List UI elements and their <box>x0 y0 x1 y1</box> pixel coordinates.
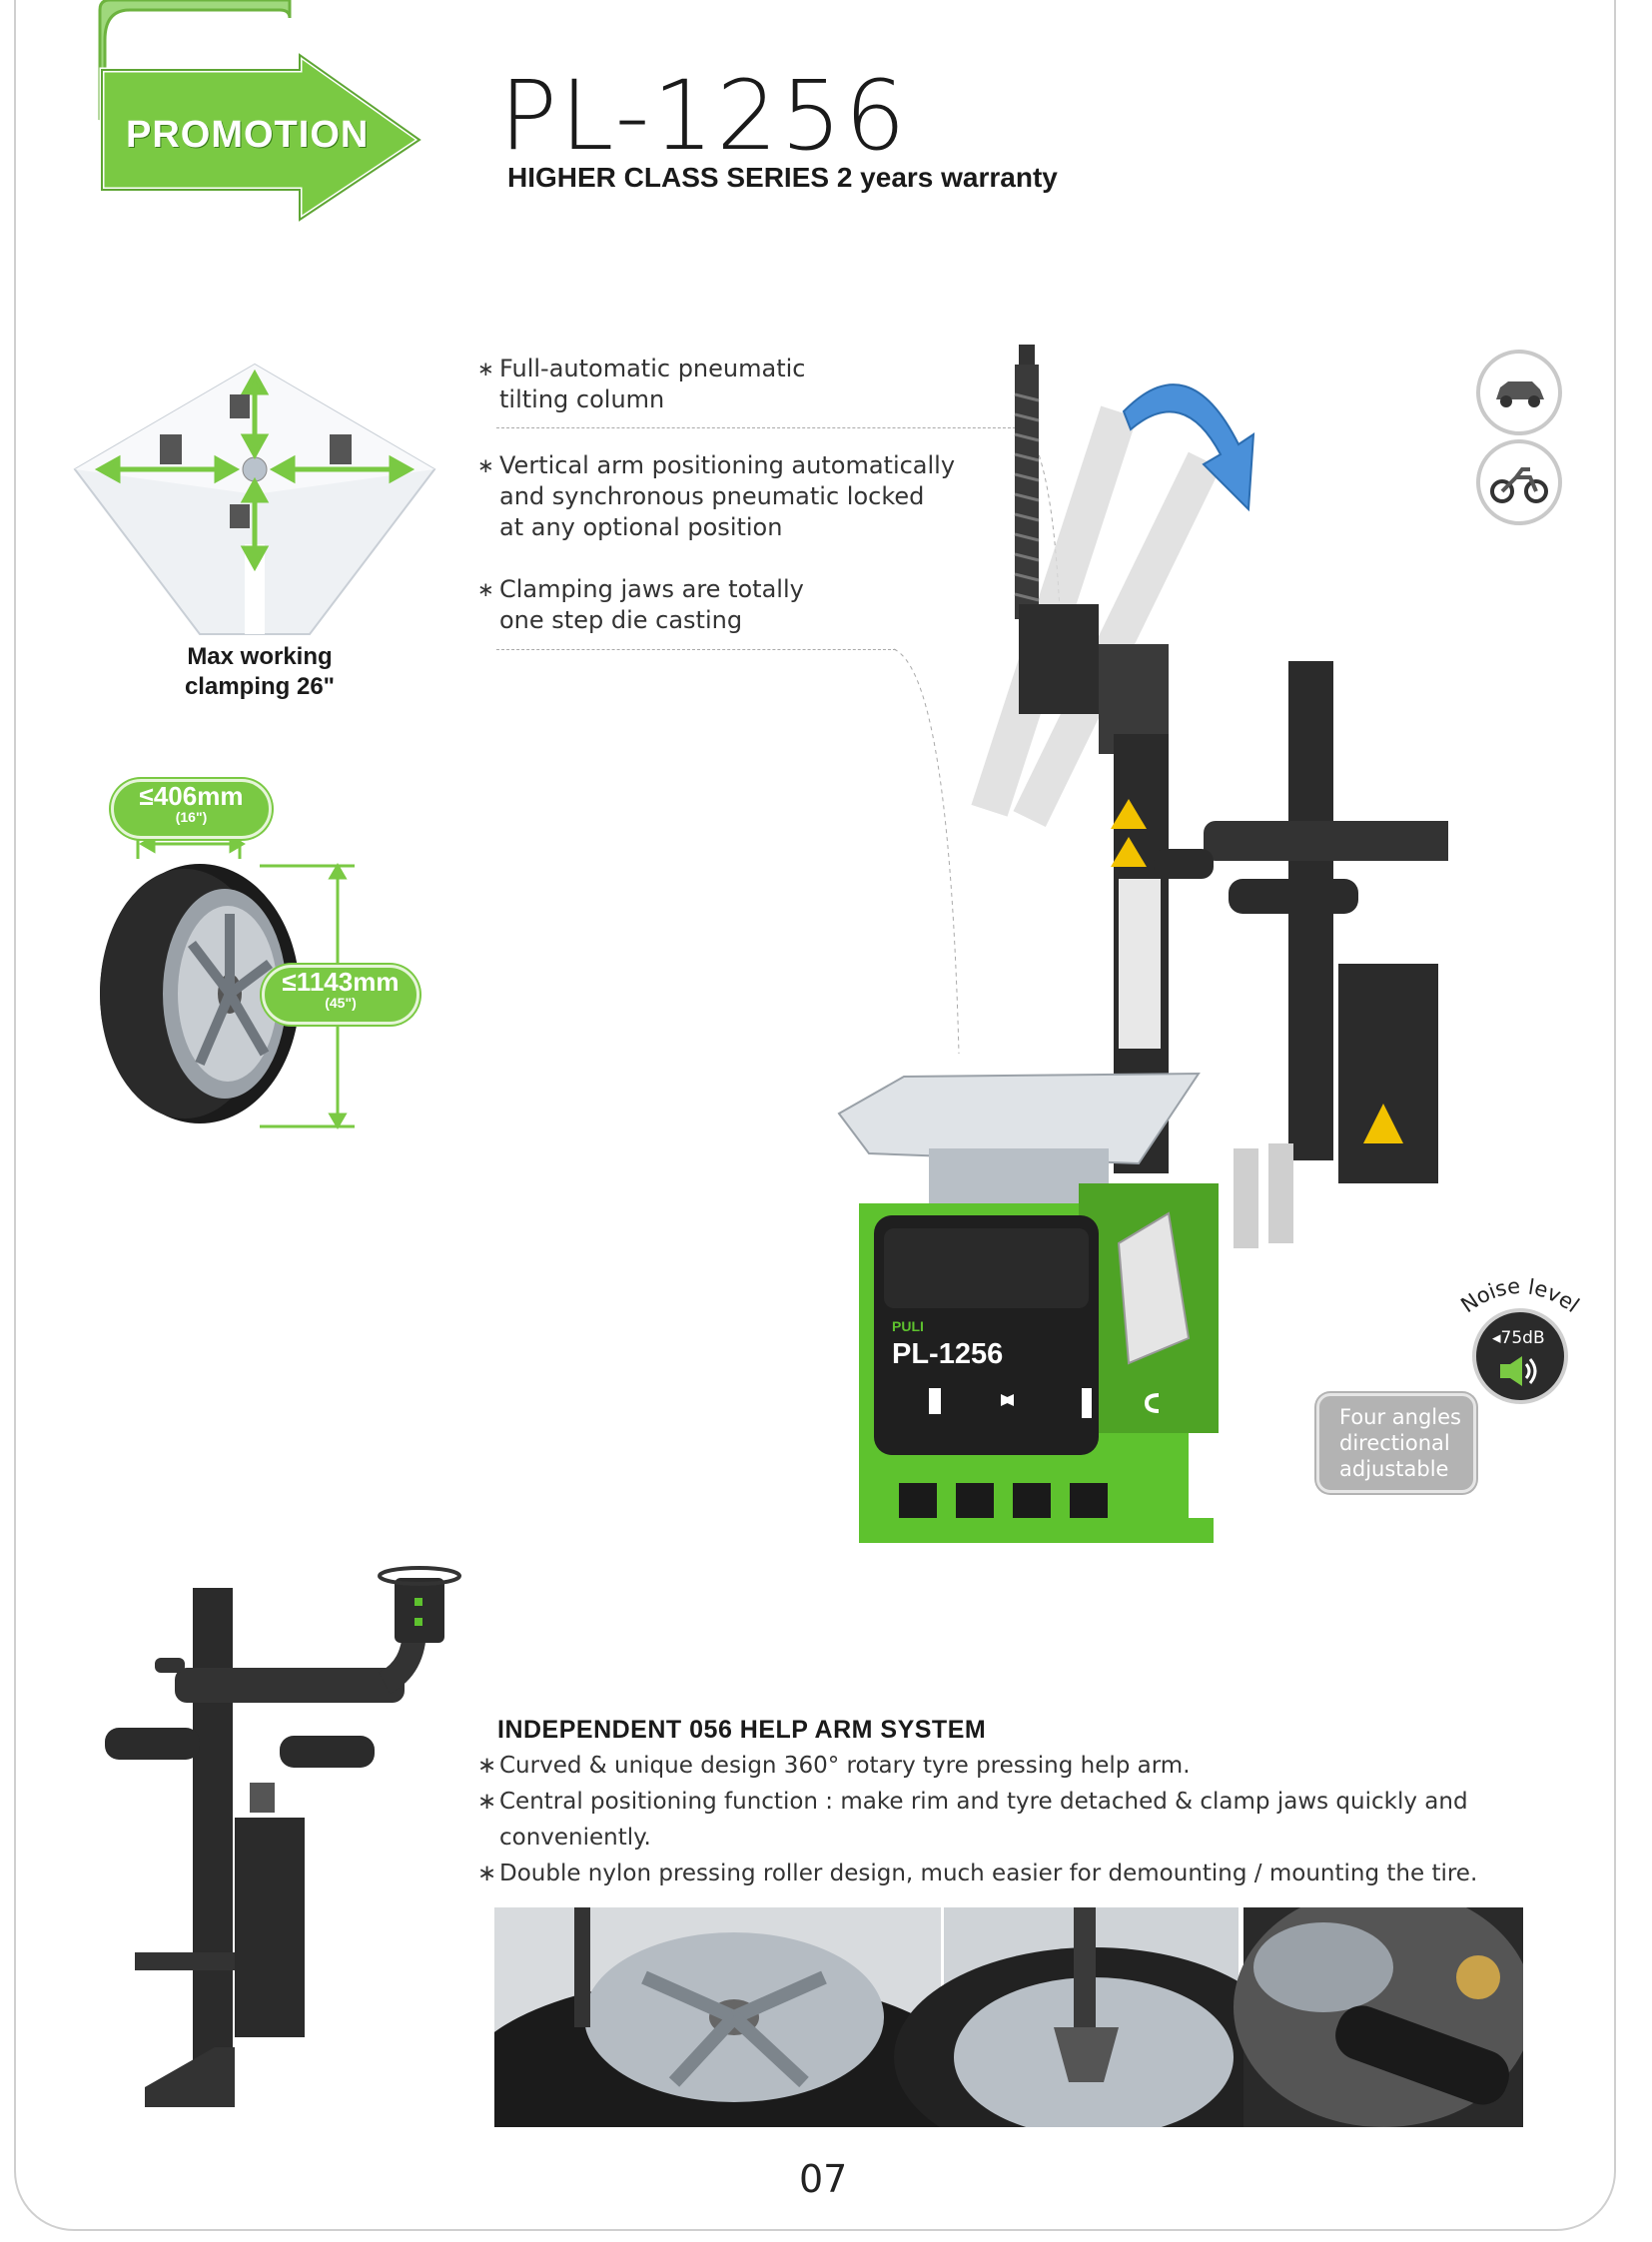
feature-2-line3: at any optional position <box>499 513 783 541</box>
help-arm-bullet-2-cont: conveniently. <box>499 1820 1548 1856</box>
turntable-caption-line2: clamping 26" <box>184 673 336 700</box>
feature-3-line1: Clamping jaws are totally <box>499 575 804 603</box>
tyre-diameter-badge: ≤1143mm (45") <box>262 965 419 1025</box>
four-angles-line2: directional <box>1339 1431 1450 1455</box>
bullet-star: ∗ <box>477 1789 497 1815</box>
feature-2-line1: Vertical arm positioning automatically <box>499 451 956 479</box>
detail-photo-1 <box>494 1907 979 2127</box>
feature-item-3: ∗ Clamping jaws are totally one step die… <box>477 574 804 636</box>
tyre-diameter-inch: (45") <box>325 995 357 1011</box>
noise-badge: ◂75dB <box>1472 1308 1568 1404</box>
feature-item-1: ∗ Full-automatic pneumatic tilting colum… <box>477 354 806 415</box>
noise-value: ◂75dB <box>1492 1328 1545 1348</box>
page-subtitle: HIGHER CLASS SERIES 2 years warranty <box>507 162 1058 193</box>
four-angles-callout: Four angles directional adjustable <box>1316 1393 1476 1493</box>
tyre-width-inch: (16") <box>175 809 208 825</box>
bullet-star: ∗ <box>477 1753 497 1779</box>
tyre-width-badge: ≤406mm (16") <box>111 779 272 839</box>
feature-1-line2: tilting column <box>499 385 665 413</box>
panel-model: PL-1256 <box>892 1338 1004 1370</box>
promotion-label: PROMOTION <box>126 114 370 156</box>
help-arm-heading: INDEPENDENT 056 HELP ARM SYSTEM <box>497 1716 987 1744</box>
car-icon <box>1476 350 1562 435</box>
help-arm-bullet-2-text: Central positioning function : make rim … <box>499 1789 1468 1815</box>
turntable-image <box>73 363 436 635</box>
detail-photos <box>494 1907 1523 2127</box>
feature-1-line1: Full-automatic pneumatic <box>499 355 806 382</box>
panel-brand: PULI <box>892 1318 924 1334</box>
help-arm-image <box>105 1566 461 2107</box>
bullet-star: ∗ <box>477 1861 497 1886</box>
help-arm-bullet-1-text: Curved & unique design 360° rotary tyre … <box>499 1753 1191 1779</box>
help-arm-bullet-2: ∗Central positioning function : make rim… <box>477 1784 1548 1820</box>
motorcycle-icon <box>1476 439 1562 525</box>
tyre-diameter-value: ≤1143mm <box>282 967 400 997</box>
page-title: PL-1256 <box>499 60 909 172</box>
feature-item-2: ∗ Vertical arm positioning automatically… <box>477 450 956 543</box>
feature-3-line2: one step die casting <box>499 606 743 634</box>
turntable-caption: Max working clamping 26" <box>150 642 370 702</box>
detail-photo-3 <box>1234 1907 1523 2127</box>
page-number: 07 <box>799 2157 848 2201</box>
noise-value-text: 75dB <box>1500 1328 1545 1348</box>
tyre-width-value: ≤406mm <box>139 781 244 811</box>
turntable-caption-line1: Max working <box>187 643 333 670</box>
detail-photo-2 <box>894 1907 1293 2127</box>
bullet-star: ∗ <box>477 357 494 380</box>
bullet-star: ∗ <box>477 453 494 477</box>
help-arm-bullet-3-text: Double nylon pressing roller design, muc… <box>499 1861 1478 1886</box>
divider <box>496 427 1026 428</box>
four-angles-line3: adjustable <box>1339 1457 1449 1481</box>
promotion-arrow-icon <box>98 0 424 225</box>
tyre-changer-image <box>837 345 1448 1543</box>
feature-2-line2: and synchronous pneumatic locked <box>499 482 925 510</box>
curved-arrow-icon <box>1122 383 1255 512</box>
bullet-star: ∗ <box>477 577 494 601</box>
help-arm-bullet-2-cont-text: conveniently. <box>499 1825 651 1851</box>
four-angles-line1: Four angles <box>1339 1405 1462 1429</box>
speaker-icon <box>1500 1356 1537 1386</box>
tyre-image <box>100 829 355 1129</box>
help-arm-bullet-1: ∗Curved & unique design 360° rotary tyre… <box>477 1748 1548 1784</box>
help-arm-bullet-3: ∗Double nylon pressing roller design, mu… <box>477 1856 1548 1891</box>
divider <box>496 649 896 650</box>
